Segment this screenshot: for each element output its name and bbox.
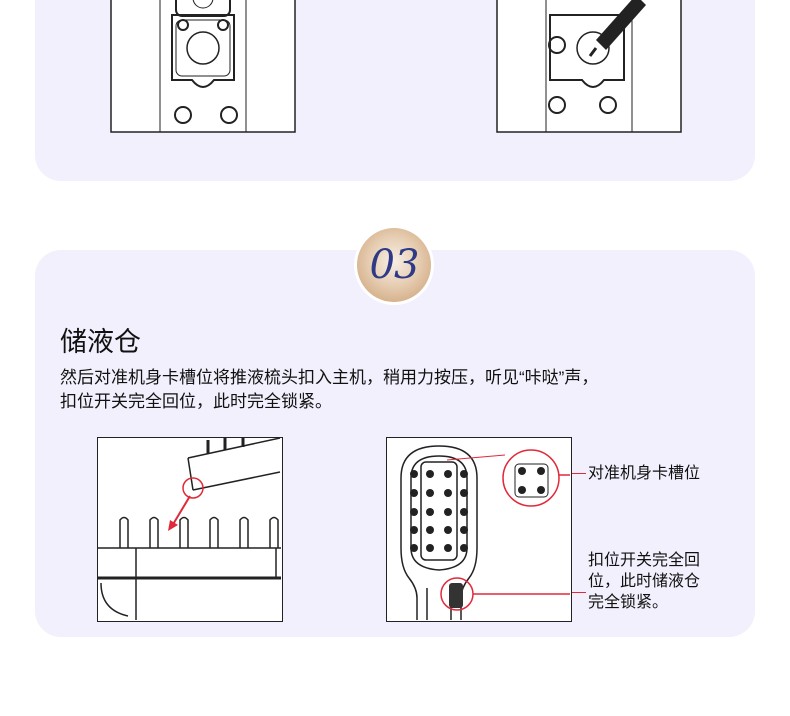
step-number: 03: [369, 242, 420, 288]
callout-slot: 对准机身卡槽位: [588, 465, 701, 482]
insertion-illustration: [97, 437, 283, 622]
description-line: 然后对准机身卡槽位将推液梳头扣入主机，稍用力按压，听见“咔哒”声，: [60, 368, 599, 387]
previous-step-card: [35, 0, 755, 181]
step-number-badge: 03: [357, 228, 431, 302]
step-description: 然后对准机身卡槽位将推液梳头扣入主机，稍用力按压，听见“咔哒”声， 扣位开关完全…: [60, 366, 740, 414]
callout-line: [572, 473, 586, 474]
step-title: 储液仓: [60, 327, 141, 357]
callout-line-text: 完全锁紧。: [588, 594, 669, 611]
device-illustration-left: [110, 0, 296, 133]
description-line: 扣位开关完全回位，此时完全锁紧。: [60, 392, 332, 411]
callout-line: [572, 592, 586, 593]
device-illustration-right: [496, 0, 682, 133]
callout-switch: 扣位开关完全回 位，此时储液仓 完全锁紧。: [588, 550, 700, 613]
alignment-illustration: [386, 437, 572, 622]
callout-line-text: 位，此时储液仓: [588, 573, 701, 590]
callout-line-text: 扣位开关完全回: [588, 552, 701, 569]
